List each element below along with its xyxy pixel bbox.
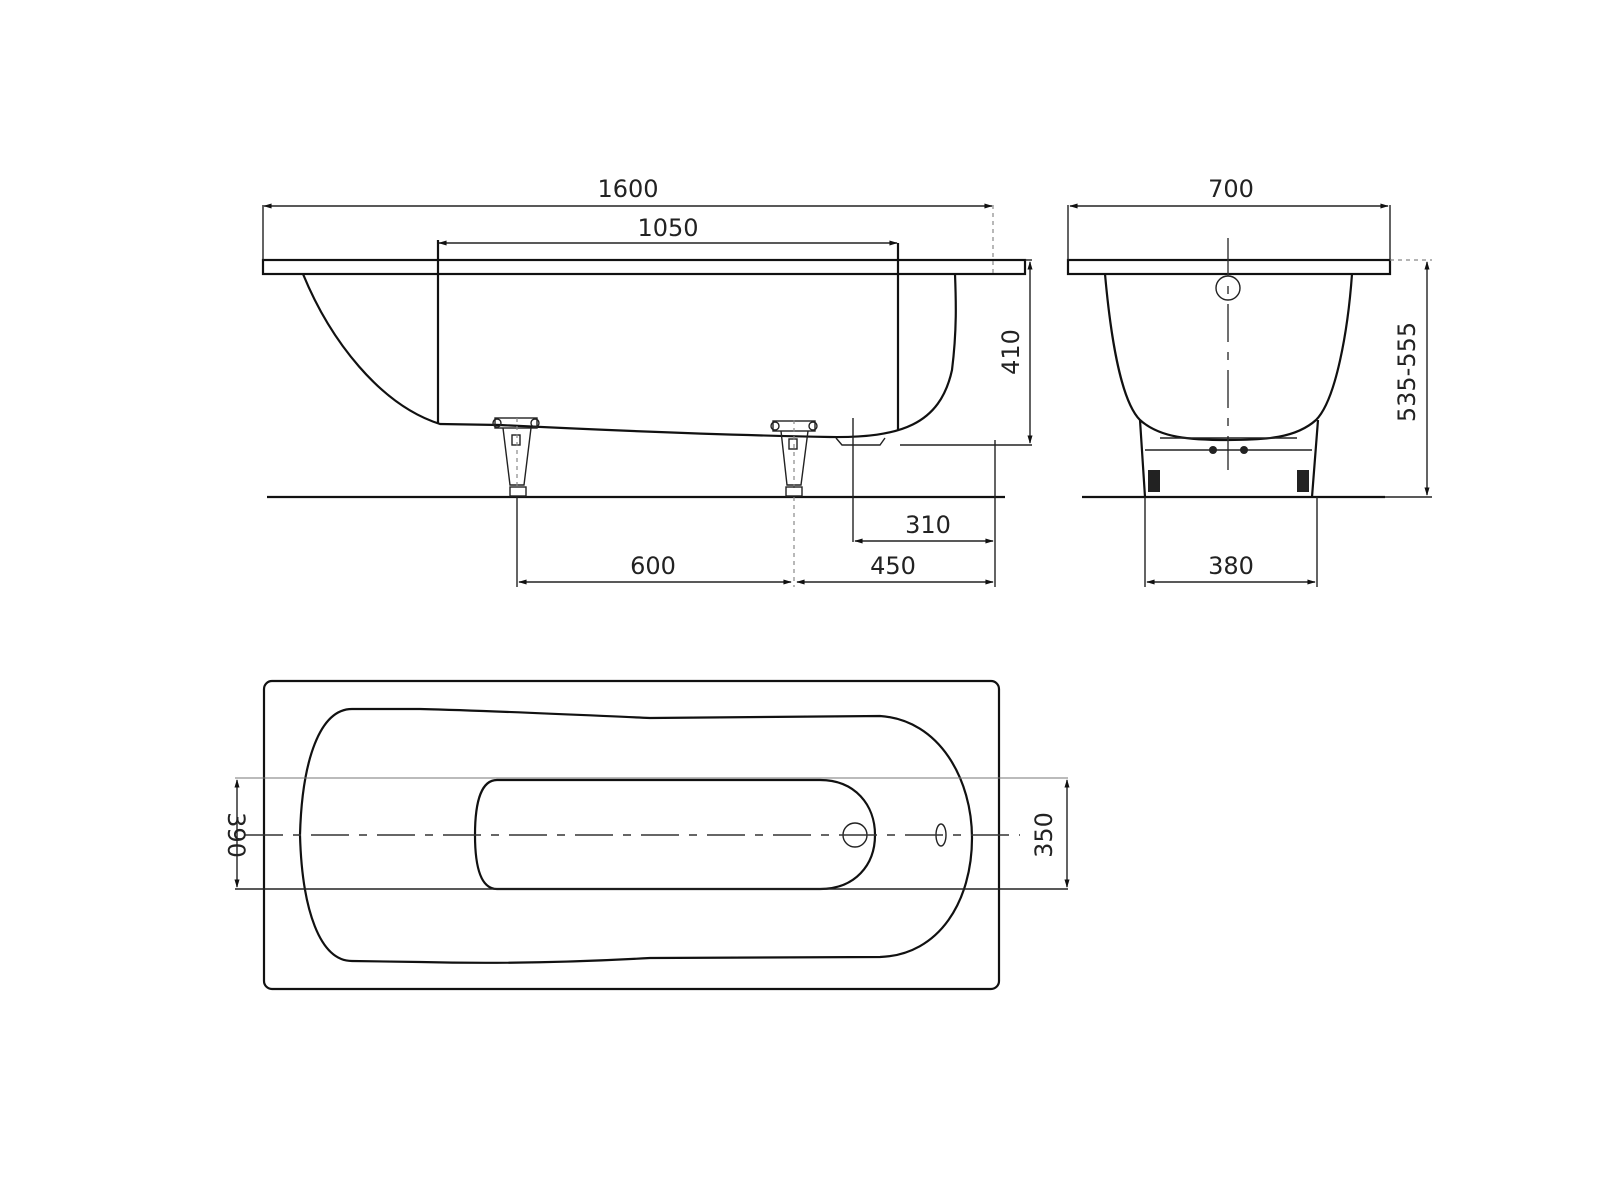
dim-inner-length: 1050 [637, 214, 698, 242]
dim-foot-spacing-width: 380 [1208, 552, 1254, 580]
dim-foot-width-right: 350 [1030, 812, 1058, 858]
end-foot-frame [1145, 437, 1312, 451]
foot-right [770, 420, 818, 497]
foot-left [492, 417, 540, 497]
dim-foot-spacing: 600 [630, 552, 676, 580]
dim-foot-to-end: 450 [870, 552, 916, 580]
side-tub-body [301, 273, 957, 439]
dim-total-height: 535-555 [1393, 322, 1421, 422]
end-rim [1066, 258, 1392, 276]
dim-foot-width-left: 390 [222, 812, 250, 858]
side-view: 1600 1050 410 310 600 450 [261, 175, 1033, 587]
dim-overall-width: 700 [1208, 175, 1254, 203]
end-foot-legs [1138, 419, 1320, 498]
dim-overall-length: 1600 [597, 175, 658, 203]
dim-rim-height: 410 [997, 329, 1025, 375]
end-view: 700 535-555 380 [1066, 175, 1432, 587]
end-foot-left [1148, 470, 1160, 492]
end-foot-right [1297, 470, 1309, 492]
side-rim [261, 258, 1027, 276]
plan-basin-outline [298, 707, 974, 964]
drain-bump [835, 437, 886, 446]
dim-drain-offset: 310 [905, 511, 951, 539]
top-view: 390 350 [222, 679, 1070, 991]
